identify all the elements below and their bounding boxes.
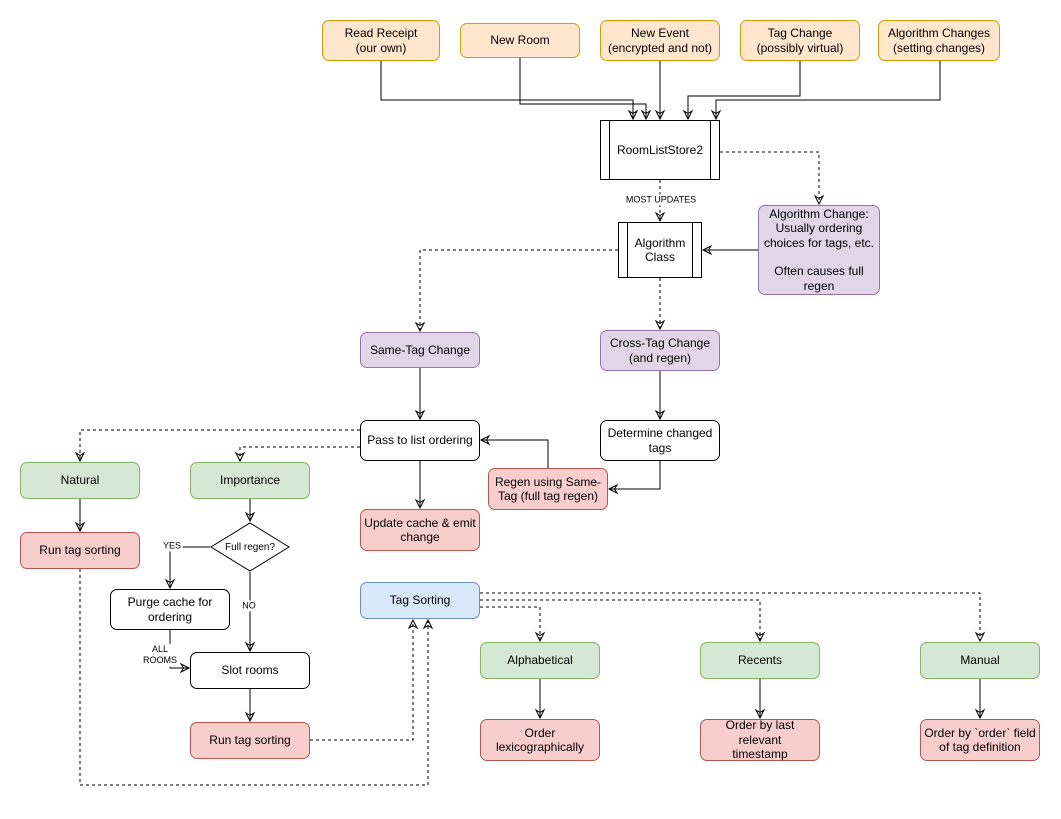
- edge-read-receipt-to-store: [380, 61, 639, 121]
- node-determine-changed-tags: Determine changed tags: [600, 420, 720, 461]
- node-recents: Recents: [700, 642, 820, 679]
- node-order-by-timestamp: Order by last relevant timestamp: [700, 718, 820, 761]
- edge-new-room-to-store: [519, 58, 652, 121]
- node-room-list-store2: RoomListStore2: [600, 120, 720, 180]
- node-read-receipt: Read Receipt (our own): [322, 20, 440, 61]
- edge-regen-to-pass: [479, 434, 549, 468]
- node-purge-cache: Purge cache for ordering: [110, 589, 230, 630]
- node-run-tag-sorting-left: Run tag sorting: [20, 532, 140, 569]
- edge-tag-sorting-to-recents: [480, 599, 766, 643]
- edge-full-regen-yes-to-purge: [164, 546, 210, 590]
- edge-tag-sorting-to-alphabetical: [480, 606, 546, 643]
- edge-label-most-updates: MOST UPDATES: [623, 194, 699, 206]
- edge-determine-to-regen: [607, 461, 661, 495]
- node-algorithm-class: Algorithm Class: [618, 222, 702, 278]
- node-order-lexicographically: Order lexicographically: [480, 719, 600, 761]
- node-algorithm-change-note: Algorithm Change: Usually ordering choic…: [758, 205, 880, 295]
- node-algorithm-changes: Algorithm Changes (setting changes): [878, 20, 1000, 61]
- node-tag-change: Tag Change (possibly virtual): [740, 20, 860, 61]
- node-new-event: New Event (encrypted and not): [600, 20, 720, 61]
- edge-tag-change-to-store: [682, 61, 801, 121]
- node-update-cache: Update cache & emit change: [360, 509, 480, 551]
- edge-pass-to-natural: [74, 429, 360, 463]
- node-pass-to-list-ordering: Pass to list ordering: [360, 420, 480, 461]
- edge-tag-sorting-to-manual: [480, 592, 986, 643]
- edge-purge-to-slot: [169, 630, 191, 674]
- edge-class-to-same-tag: [414, 249, 618, 333]
- node-alphabetical: Alphabetical: [480, 642, 600, 679]
- node-natural: Natural: [20, 462, 140, 499]
- edge-store-to-note: [720, 151, 825, 206]
- node-cross-tag-change: Cross-Tag Change (and regen): [600, 330, 720, 371]
- node-slot-rooms: Slot rooms: [190, 652, 310, 689]
- edge-label-yes: YES: [160, 540, 184, 552]
- edge-label-no: NO: [240, 600, 258, 612]
- edge-run-left-to-tag-sorting: [79, 569, 434, 786]
- node-importance: Importance: [190, 462, 310, 499]
- node-full-regen-label: Full regen?: [224, 541, 276, 553]
- node-full-regen: Full regen?: [210, 522, 290, 572]
- node-same-tag-change: Same-Tag Change: [360, 332, 480, 368]
- edge-run-mid-to-tag-sorting: [310, 618, 419, 741]
- node-manual: Manual: [920, 642, 1040, 679]
- dashed-edges: [74, 151, 986, 786]
- node-run-tag-sorting-mid: Run tag sorting: [190, 722, 310, 759]
- edge-label-all-rooms: ALL ROOMS: [140, 643, 180, 667]
- edge-pass-to-importance: [234, 446, 360, 463]
- node-order-by-order-field: Order by `order` field of tag definition: [920, 719, 1040, 761]
- edge-algorithm-changes-to-store: [710, 61, 941, 121]
- node-tag-sorting: Tag Sorting: [360, 582, 480, 619]
- node-regen-same-tag: Regen using Same- Tag (full tag regen): [488, 468, 608, 510]
- diamond-shape: [210, 522, 290, 572]
- node-new-room: New Room: [460, 23, 580, 58]
